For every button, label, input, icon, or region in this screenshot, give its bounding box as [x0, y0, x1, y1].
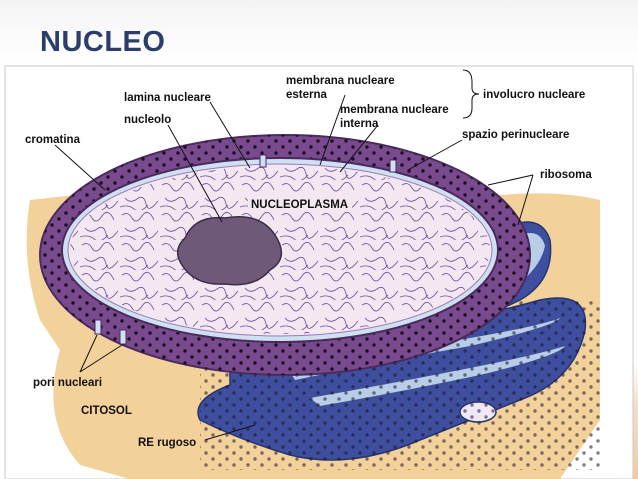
- label-nucleoplasma: NUCLEOPLASMA: [251, 199, 348, 211]
- label-membrana-interna: membrana nucleare: [340, 104, 449, 116]
- leader-lines: [54, 69, 534, 441]
- label-nucleolo: nucleolo: [124, 114, 171, 126]
- label-cromatina: cromatina: [25, 134, 81, 146]
- nuclear-pores: [94, 154, 397, 345]
- label-lamina: lamina nucleare: [124, 92, 211, 104]
- label-spazio: spazio perinucleare: [462, 129, 569, 141]
- label-involucro: involucro nucleare: [483, 89, 585, 101]
- label-membrana-esterna-2: esterna: [286, 89, 328, 101]
- nucleolus: [176, 216, 283, 286]
- label-membrana-esterna: membrana nucleare: [286, 75, 395, 87]
- slide-title: NUCLEO: [40, 26, 166, 58]
- label-ribosoma: ribosoma: [540, 169, 592, 181]
- label-re: RE rugoso: [138, 437, 196, 449]
- label-pori: pori nucleari: [33, 377, 102, 389]
- label-membrana-interna-2: interna: [340, 118, 379, 130]
- nucleoplasma-label-bg: [248, 196, 352, 211]
- title-band: [0, 0, 638, 62]
- label-citosol: CITOSOL: [81, 405, 132, 417]
